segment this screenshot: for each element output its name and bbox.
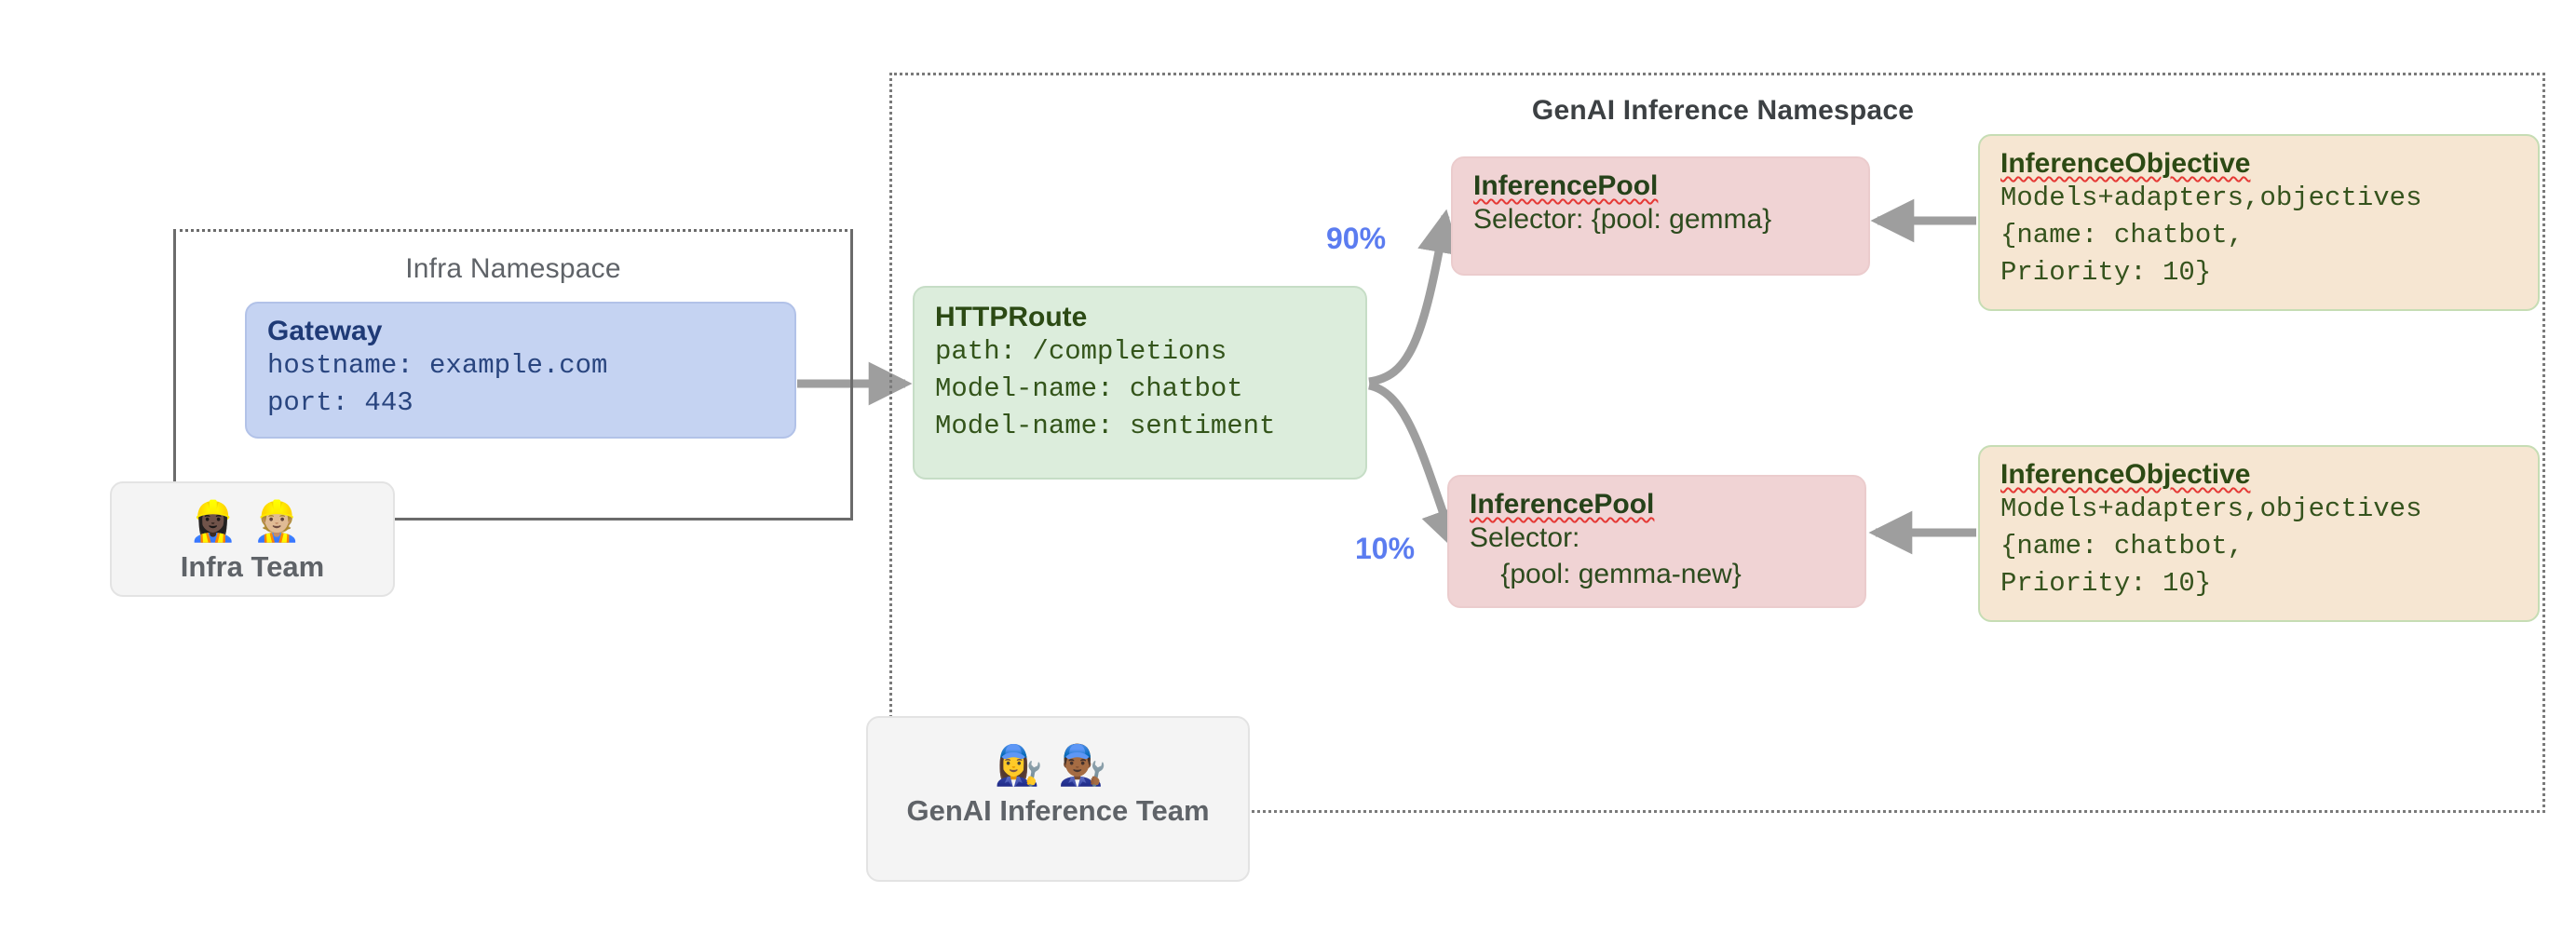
inferencepool-selector-value: {pool: gemma-new} xyxy=(1470,558,1742,589)
genai-namespace-title: GenAI Inference Namespace xyxy=(1531,95,1915,126)
mechanic-icon: 👩‍🔧👨🏾‍🔧 xyxy=(994,743,1122,787)
httproute-model-name-chatbot: Model-name: chatbot xyxy=(935,373,1243,405)
gateway-title: Gateway xyxy=(267,316,383,346)
traffic-weight-10: 10% xyxy=(1355,532,1416,565)
inferencepool-selector-label: Selector: xyxy=(1470,522,1580,554)
inferenceobjective-models-line: Models+adapters,objectives xyxy=(2000,183,2422,214)
inferenceobjective-priority-line: Priority: 10} xyxy=(2000,257,2212,289)
inferencepool-card-gemma[interactable]: InferencePool Selector: {pool: gemma} xyxy=(1451,156,1870,276)
inferencepool-selector: Selector: {pool: gemma} xyxy=(1473,204,1772,236)
inferencepool-title: InferencePool xyxy=(1470,489,1655,520)
construction-worker-icon: 👷🏿‍♀️👷🏼 xyxy=(188,499,317,543)
gateway-hostname: hostname: example.com xyxy=(267,350,608,382)
inferenceobjective-name-line: {name: chatbot, xyxy=(2000,220,2244,251)
infra-namespace-title: Infra Namespace xyxy=(405,253,621,284)
genai-team-card[interactable]: 👩‍🔧👨🏾‍🔧 GenAI Inference Team xyxy=(866,716,1250,882)
httproute-card[interactable]: HTTPRoute path: /completions Model-name:… xyxy=(913,286,1367,480)
traffic-weight-90: 90% xyxy=(1326,222,1387,255)
gateway-card[interactable]: Gateway hostname: example.com port: 443 xyxy=(245,302,796,439)
inferencepool-card-gemma-new[interactable]: InferencePool Selector: {pool: gemma-new… xyxy=(1447,475,1866,608)
inferenceobjective-card-top[interactable]: InferenceObjective Models+adapters,objec… xyxy=(1978,134,2540,311)
inferenceobjective-title: InferenceObjective xyxy=(2000,459,2251,490)
inferenceobjective-priority-line: Priority: 10} xyxy=(2000,568,2212,600)
inferenceobjective-card-bottom[interactable]: InferenceObjective Models+adapters,objec… xyxy=(1978,445,2540,622)
gateway-port: port: 443 xyxy=(267,387,414,419)
httproute-title: HTTPRoute xyxy=(935,302,1088,332)
httproute-model-name-sentiment: Model-name: sentiment xyxy=(935,411,1276,442)
genai-team-label: GenAI Inference Team xyxy=(906,793,1210,827)
infra-team-card[interactable]: 👷🏿‍♀️👷🏼 Infra Team xyxy=(110,481,395,597)
inferencepool-title: InferencePool xyxy=(1473,170,1659,201)
inferenceobjective-title: InferenceObjective xyxy=(2000,148,2251,179)
inferenceobjective-models-line: Models+adapters,objectives xyxy=(2000,494,2422,525)
httproute-path: path: /completions xyxy=(935,336,1227,368)
infra-team-label: Infra Team xyxy=(180,549,325,583)
infra-namespace-boundary xyxy=(173,229,853,521)
inferenceobjective-name-line: {name: chatbot, xyxy=(2000,531,2244,562)
genai-namespace-boundary xyxy=(889,73,2545,813)
